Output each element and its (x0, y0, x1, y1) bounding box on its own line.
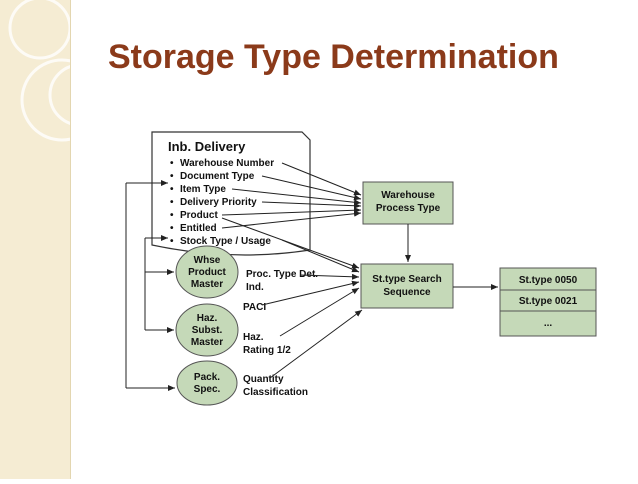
label-proc-type-2: Ind. (246, 282, 264, 293)
inb-delivery-title: Inb. Delivery (168, 139, 246, 154)
slide-title: Storage Type Determination (108, 38, 559, 76)
inb-bullet-6: • (170, 236, 174, 247)
result-table: St.type 0050 St.type 0021 ... (499, 267, 597, 337)
inb-item-item-type: Item Type (180, 184, 226, 195)
arrows-to-wpt (221, 162, 362, 229)
result-row-0050: St.type 0050 (519, 275, 578, 286)
inb-bullet-5: • (170, 223, 174, 234)
inb-item-entitled: Entitled (180, 223, 217, 234)
label-haz-2: Rating 1/2 (243, 345, 291, 356)
wpt-line-2: Process Type (376, 203, 441, 214)
label-proc-type-1: Proc. Type Det. (246, 269, 318, 280)
inb-item-document-type: Document Type (180, 171, 255, 182)
label-qty-1: Quantity (243, 374, 284, 385)
inb-item-product: Product (180, 210, 218, 221)
result-row-more: ... (544, 318, 553, 329)
haz-subst-master-ellipse: Haz. Subst. Master (175, 303, 239, 357)
sss-line-1: St.type Search (372, 274, 441, 285)
inb-bullet-0: • (170, 158, 174, 169)
side-labels: Proc. Type Det. Ind. PACI Haz. Rating 1/… (243, 269, 318, 398)
ps-line-1: Pack. (194, 372, 220, 383)
whse-product-master-ellipse: Whse Product Master (175, 245, 239, 299)
pack-spec-ellipse: Pack. Spec. (176, 360, 238, 406)
label-paci: PACI (243, 302, 266, 313)
inb-item-warehouse-number: Warehouse Number (180, 158, 274, 169)
inb-bullet-1: • (170, 171, 174, 182)
arrows-to-sss (221, 217, 498, 379)
warehouse-process-type-box: Warehouse Process Type (362, 181, 454, 225)
result-row-0021: St.type 0021 (519, 296, 578, 307)
inb-delivery-box: Inb. Delivery • Warehouse Number • Docum… (151, 131, 311, 256)
label-qty-2: Classification (243, 387, 308, 398)
wpm-line-3: Master (191, 279, 223, 290)
hsm-line-1: Haz. (197, 313, 218, 324)
wpm-line-2: Product (188, 267, 226, 278)
left-connectors (125, 180, 175, 391)
wpm-line-1: Whse (194, 255, 221, 266)
label-haz-1: Haz. (243, 332, 264, 343)
hsm-line-2: Subst. (192, 325, 223, 336)
inb-item-delivery-priority: Delivery Priority (180, 197, 257, 208)
wpt-line-1: Warehouse (381, 190, 435, 201)
inb-bullet-4: • (170, 210, 174, 221)
inb-bullet-2: • (170, 184, 174, 195)
sss-line-2: Sequence (383, 287, 431, 298)
hsm-line-3: Master (191, 337, 223, 348)
st-type-search-sequence-box: St.type Search Sequence (360, 263, 454, 309)
ps-line-2: Spec. (194, 384, 221, 395)
inb-bullet-3: • (170, 197, 174, 208)
inb-item-stock-type: Stock Type / Usage (180, 236, 271, 247)
decorative-sidebar (0, 0, 112, 479)
